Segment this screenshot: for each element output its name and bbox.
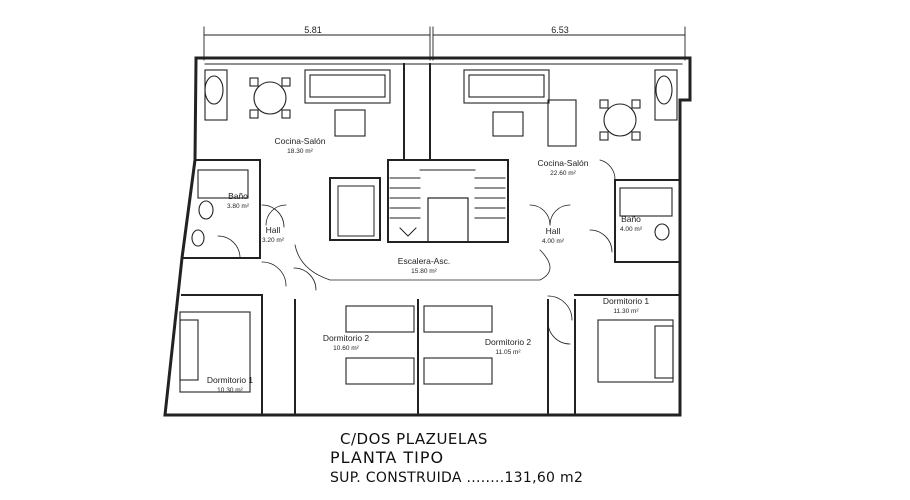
room-name: Dormitorio 1 [603,296,650,306]
stair-core [329,159,509,243]
dimension-lines [203,26,686,61]
street-name: C/DOS PLAZUELAS [340,430,488,448]
left-unit-furniture [179,69,415,393]
room-name: Hall [266,225,281,235]
exterior-walls [163,56,692,417]
room-area: 3.80 m² [227,203,250,210]
room-name: Escalera-Asc. [398,256,450,266]
room-labels: Cocina-Salón 18.30 m² Cocina-Salón 22.60… [207,136,650,394]
room-area: 11.30 m² [613,308,639,315]
room-name: Dormitorio 2 [485,337,532,347]
room-area: 15.80 m² [411,268,437,275]
dimension-labels: 5.81 6.53 [304,25,569,35]
interior-walls [181,63,681,416]
door-swings [217,159,616,345]
room-area: 4.00 m² [542,238,565,245]
room-area: 10.60 m² [333,345,359,352]
room-name: Dormitorio 1 [207,375,254,385]
built-surface: SUP. CONSTRUIDA ........131,60 m2 [330,470,584,486]
room-area: 4.00 m² [620,226,643,233]
plan-title: PLANTA TIPO [330,448,445,467]
room-name: Hall [546,226,561,236]
dimension-left: 5.81 [304,25,322,35]
room-name: Baño [621,214,641,224]
right-unit-furniture [423,69,678,385]
room-name: Baño [228,191,248,201]
room-area: 22.60 m² [550,170,576,177]
room-area: 3.20 m² [262,237,285,244]
room-name: Cocina-Salón [537,158,588,168]
dimension-right: 6.53 [551,25,569,35]
room-name: Cocina-Salón [274,136,325,146]
room-area: 10.30 m² [217,387,243,394]
room-area: 11.05 m² [495,349,521,356]
room-area: 18.30 m² [287,148,313,155]
room-name: Dormitorio 2 [323,333,370,343]
